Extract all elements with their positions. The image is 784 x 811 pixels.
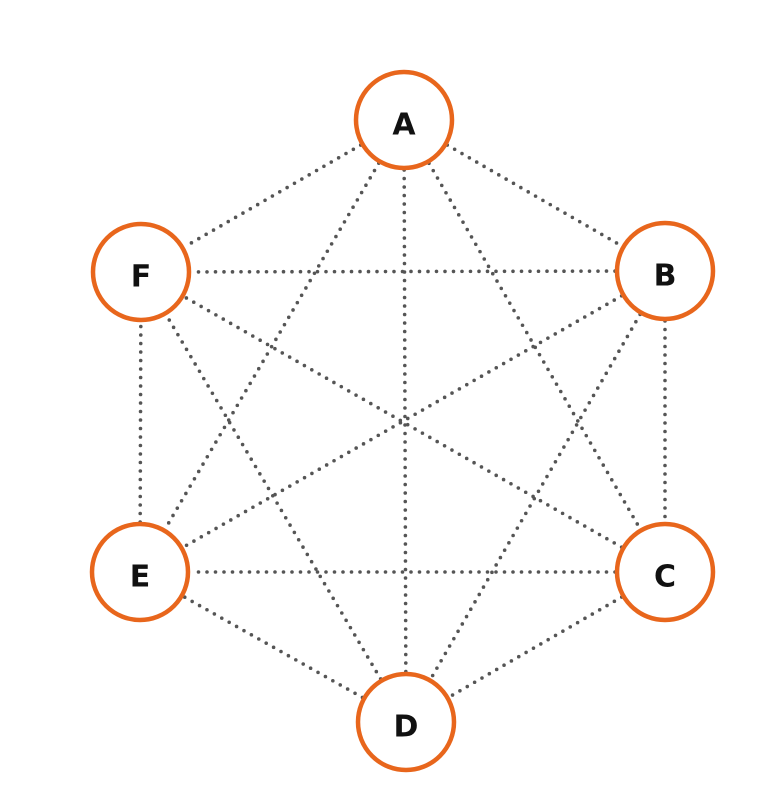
node-C: C [614,521,716,623]
edges-layer [138,143,667,700]
edge-B-F [189,269,617,274]
node-A: A [353,69,455,171]
edge-A-D [402,168,408,674]
node-label: B [654,259,677,294]
node-label: F [131,260,152,295]
edge-D-F [164,313,383,681]
node-label: A [392,108,416,143]
node-B: B [614,220,716,322]
edge-B-D [429,312,642,681]
nodes-layer: A B C D E F [89,69,716,773]
edge-D-E [181,594,365,700]
edge-A-B [445,143,624,248]
edge-E-F [138,320,143,524]
edge-C-F [182,295,624,549]
node-circle [89,521,191,623]
node-circle [355,671,457,773]
edge-B-E [181,294,624,549]
node-circle [614,521,716,623]
node-label: E [130,560,151,595]
node-circle [614,220,716,322]
node-label: D [394,710,419,745]
edge-A-E [163,161,381,531]
node-circle [90,221,192,323]
node-circle [353,69,455,171]
edge-C-D [447,595,624,699]
edge-A-F [182,143,363,249]
node-F: F [90,221,192,323]
node-D: D [355,671,457,773]
node-label: C [654,560,676,595]
node-E: E [89,521,191,623]
